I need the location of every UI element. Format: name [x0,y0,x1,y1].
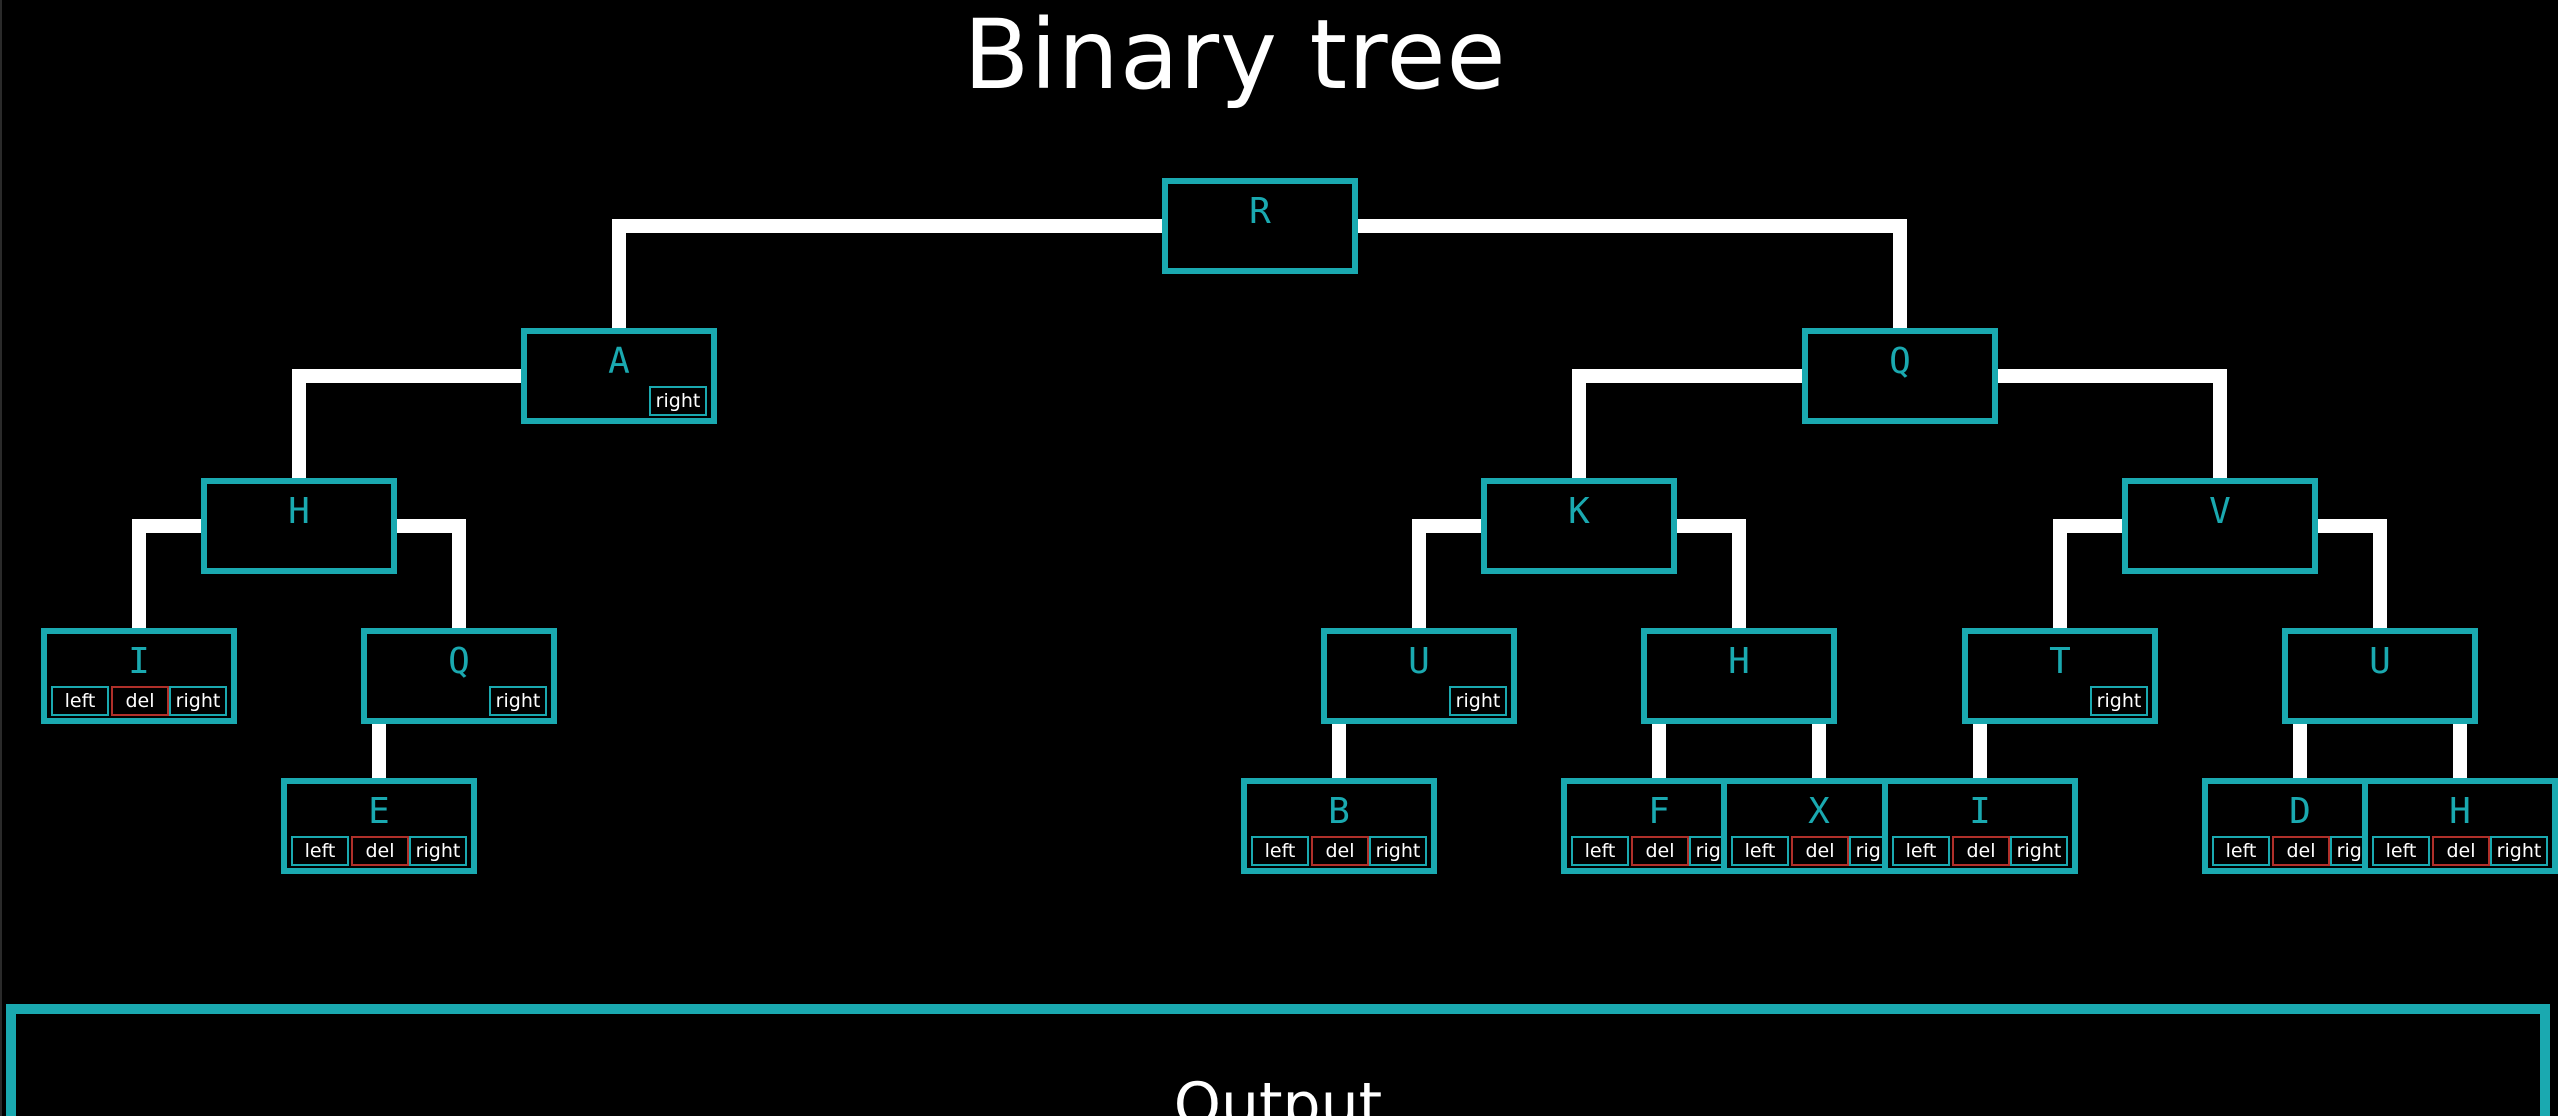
tree-edge [1572,369,1802,478]
tree-edge [1677,519,1746,628]
tree-edge [2318,519,2387,628]
add-left-child-button[interactable]: left [1571,836,1629,866]
output-panel: Output [6,1004,2550,1116]
delete-node-button[interactable]: del [351,836,409,866]
tree-edge [397,519,466,628]
add-left-child-button[interactable]: left [2212,836,2270,866]
tree-node: V [2122,478,2318,574]
add-right-child-button[interactable]: right [169,686,227,716]
node-button-row: right [371,686,547,716]
add-left-child-button[interactable]: left [1251,836,1309,866]
add-left-child-button[interactable]: left [1892,836,1950,866]
node-button-row: right [531,386,707,416]
page-title: Binary tree [963,0,1507,111]
node-label: A [608,341,630,382]
add-right-child-button[interactable]: right [1369,836,1427,866]
node-label: D [2289,791,2311,832]
delete-node-button[interactable]: del [2432,836,2490,866]
node-button-row: right [1972,686,2148,716]
tree-edge [132,519,201,628]
node-label: R [1249,191,1271,232]
node-label: X [1808,791,1830,832]
node-label: Q [1889,341,1911,382]
tree-node: Q [1802,328,1998,424]
output-title: Output [1173,1070,1383,1116]
delete-node-button[interactable]: del [1631,836,1689,866]
add-right-child-button[interactable]: right [489,686,547,716]
node-label: E [368,791,390,832]
add-left-child-button[interactable]: left [51,686,109,716]
add-right-child-button[interactable]: right [2010,836,2068,866]
add-right-child-button[interactable]: right [409,836,467,866]
delete-node-button[interactable]: del [1311,836,1369,866]
add-right-child-button[interactable]: right [2090,686,2148,716]
add-right-child-button[interactable]: right [2490,836,2548,866]
delete-node-button[interactable]: del [2272,836,2330,866]
add-left-child-button[interactable]: left [291,836,349,866]
delete-node-button[interactable]: del [1952,836,2010,866]
tree-edge [2053,519,2122,628]
node-label: I [128,641,150,682]
tree-node: K [1481,478,1677,574]
delete-node-button[interactable]: del [111,686,169,716]
node-label: B [1328,791,1350,832]
tree-edge [292,369,521,478]
add-left-child-button[interactable]: left [2372,836,2430,866]
add-right-child-button[interactable]: right [1449,686,1507,716]
delete-node-button[interactable]: del [1791,836,1849,866]
node-label: U [1408,641,1430,682]
tree-edge [1358,219,1907,328]
node-button-row: right [1331,686,1507,716]
node-label: T [2049,641,2071,682]
tree-edge [612,219,1162,328]
tree-edge [1412,519,1481,628]
add-left-child-button[interactable]: left [1731,836,1789,866]
tree-node: R [1162,178,1358,274]
node-label: I [1969,791,1991,832]
add-right-child-button[interactable]: right [649,386,707,416]
tree-node: U [2282,628,2478,724]
canvas-left-border [0,0,2,1116]
node-label: F [1648,791,1670,832]
node-label: U [2369,641,2391,682]
tree-node: H [201,478,397,574]
node-label: Q [448,641,470,682]
node-label: H [2449,791,2471,832]
tree-node: H [1641,628,1837,724]
node-label: V [2209,491,2231,532]
tree-edge [1998,369,2227,478]
node-label: K [1568,491,1590,532]
node-label: H [1728,641,1750,682]
node-label: H [288,491,310,532]
